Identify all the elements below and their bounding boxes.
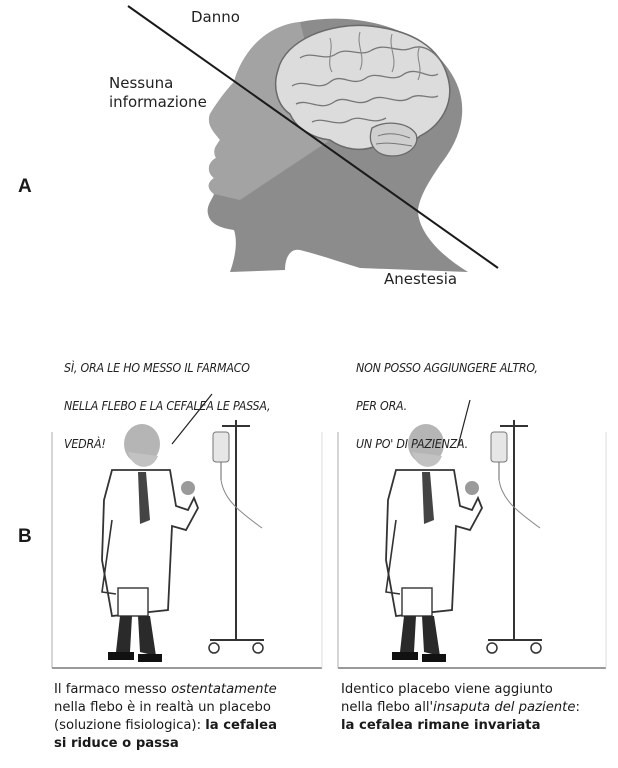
caption-left-line-1: Il farmaco messo ostentatamente (54, 681, 324, 699)
panel-letter-a: A (18, 176, 32, 197)
speech-right-line-3: UN PO' DI PAZIENZA. (356, 437, 468, 451)
caption-left-emphasis: ostentatamente (171, 682, 277, 697)
caption-left-text: (soluzione fisiologica): (54, 718, 206, 733)
caption-right-text: nella flebo all' (341, 700, 434, 715)
doctor-figure (101, 424, 199, 662)
speech-left-line-1: SÌ, ORA LE HO MESSO IL FARMACO (64, 361, 250, 375)
brain-icon (274, 24, 451, 157)
speech-pointer (171, 393, 213, 445)
caption-right-line-3: la cefalea rimane invariata (341, 717, 611, 735)
speech-left-line-2: NELLA FLEBO E LA CEFALEA LE PASSA, (64, 399, 271, 413)
caption-left-bold: la cefalea (205, 718, 277, 733)
speech-right-line-2: PER ORA. (356, 399, 407, 413)
panel-b-left-scene (51, 393, 323, 669)
iv-stand-icon (486, 420, 542, 654)
label-danno: Danno (191, 8, 240, 26)
caption-right-line-1: Identico placebo viene aggiunto (341, 682, 553, 697)
speech-left-line-3: VEDRÀ! (64, 437, 106, 451)
panel-letter-b: B (18, 526, 32, 547)
panel-b-right-scene (337, 399, 607, 669)
speech-pointer (457, 399, 471, 447)
caption-right-emphasis: insaputa del paziente (433, 700, 576, 715)
caption-left-line-2: nella flebo è in realtà un placebo (54, 700, 271, 715)
iv-stand-icon (208, 420, 264, 654)
speech-text-left: SÌ, ORA LE HO MESSO IL FARMACO NELLA FLE… (64, 340, 304, 473)
caption-left-line-4: si riduce o passa (54, 735, 324, 753)
label-informazione: informazione (109, 93, 207, 111)
caption-left-text: Il farmaco messo (54, 682, 172, 697)
speech-right-line-1: NON POSSO AGGIUNGERE ALTRO, (356, 361, 538, 375)
caption-right-line-2: nella flebo all'insaputa del paziente: (341, 699, 611, 717)
caption-right-text: : (575, 700, 580, 715)
label-nessuna-informazione: Nessuna informazione (109, 74, 207, 112)
doctor-figure (385, 424, 483, 662)
label-nessuna: Nessuna (109, 74, 174, 92)
caption-left: Il farmaco messo ostentatamente nella fl… (54, 681, 324, 753)
speech-text-right: NON POSSO AGGIUNGERE ALTRO, PER ORA. UN … (356, 340, 596, 473)
diagonal-divider-line (127, 5, 499, 269)
caption-right-bold: la cefalea rimane invariata (341, 718, 541, 733)
label-anestesia: Anestesia (384, 270, 458, 288)
caption-right: Identico placebo viene aggiunto nella fl… (341, 681, 611, 735)
caption-left-bold: si riduce o passa (54, 736, 179, 751)
caption-left-line-3: (soluzione fisiologica): la cefalea (54, 717, 324, 735)
